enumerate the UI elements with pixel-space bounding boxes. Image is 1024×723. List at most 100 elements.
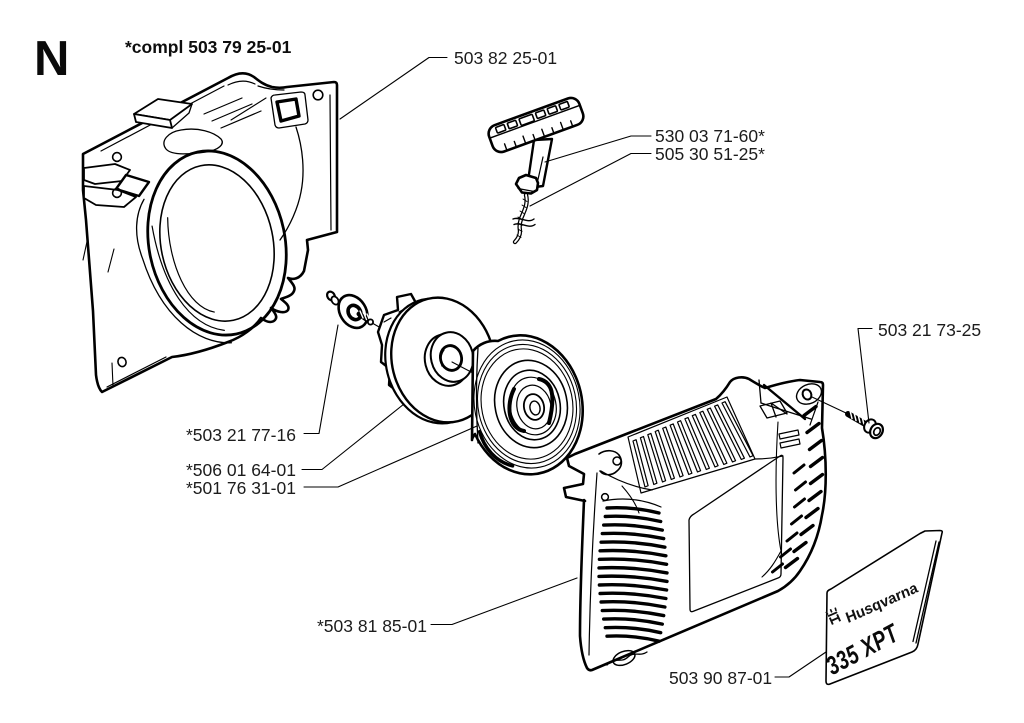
starter-cover-stroke xyxy=(588,472,598,656)
starter-cover-stroke xyxy=(602,498,662,508)
recoil-spring-case-stroke xyxy=(537,377,555,425)
pulley-screw-ellipse xyxy=(337,293,369,330)
starter-pulley-drawing xyxy=(376,292,496,425)
cover-screw-stroke xyxy=(811,396,847,414)
starter-cover-stroke xyxy=(754,455,784,460)
fan-housing-stroke xyxy=(211,103,253,122)
starter-pulley-stroke xyxy=(440,349,445,367)
fan-housing-stroke xyxy=(257,85,285,91)
recoil-spring-case-stroke xyxy=(475,347,479,444)
fan-housing-ellipse xyxy=(159,164,275,322)
recoil-spring-case-stroke xyxy=(477,429,515,468)
cover-screw-drawing xyxy=(811,396,885,440)
decal-stroke xyxy=(915,541,940,644)
starter-cover-ellipse xyxy=(795,383,823,405)
leader-lines-stroke xyxy=(857,327,873,424)
fan-housing-stroke xyxy=(329,94,332,231)
starter-cover-hole xyxy=(612,456,622,466)
starter-cover-stroke xyxy=(779,438,801,449)
starter-handle-stroke xyxy=(489,104,581,139)
fan-housing-stroke xyxy=(163,128,223,155)
part-label-pulley-screw: *503 21 77-16 xyxy=(186,425,296,445)
fan-housing-stroke xyxy=(270,91,309,129)
leader-lines-stroke xyxy=(825,607,837,616)
fan-housing-stroke xyxy=(227,80,256,86)
part-label-starter-handle: 530 03 71-60* xyxy=(655,126,765,146)
starter-handle-grip-hole xyxy=(534,109,547,120)
leader-lines-stroke xyxy=(774,651,827,678)
starter-rope-stroke xyxy=(512,217,535,222)
part-label-recoil-spring: *501 76 31-01 xyxy=(186,478,296,498)
section-letter: N xyxy=(34,32,70,86)
recoil-spring-case-hole xyxy=(480,348,574,460)
fan-housing-stroke xyxy=(106,356,167,388)
fan-housing-stroke xyxy=(167,217,215,313)
pulley-screw-stroke xyxy=(356,311,372,324)
starter-rope-stroke xyxy=(513,223,536,227)
recoil-spring-case-ellipse xyxy=(502,369,562,441)
starter-handle-grip-hole xyxy=(558,100,570,111)
recoil-spring-case-hole xyxy=(476,343,578,465)
husqvarna-crown-logo-icon xyxy=(824,606,845,631)
leader-lines-stroke xyxy=(828,614,842,625)
fan-housing-stroke xyxy=(230,97,267,121)
part-label-decal: 503 90 87-01 xyxy=(669,668,773,688)
leader-lines xyxy=(301,56,873,678)
fan-housing-hole xyxy=(111,187,123,199)
cover-screw-stroke xyxy=(849,409,865,426)
leader-lines-stroke xyxy=(430,577,578,626)
leader-lines-stroke xyxy=(303,324,339,435)
recoil-spring-case-drawing xyxy=(470,334,585,476)
pulley-screw-ellipse xyxy=(346,303,363,322)
part-label-starter-rope: 505 30 51-25* xyxy=(655,144,765,164)
starter-rope-drawing xyxy=(512,192,536,245)
starter-cover-stroke xyxy=(770,402,788,418)
starter-cover-stroke xyxy=(759,400,788,419)
starter-cover-stroke xyxy=(606,651,648,666)
leader-lines-stroke xyxy=(827,611,838,618)
starter-cover-stroke xyxy=(778,429,800,440)
starter-cover-stroke xyxy=(562,376,828,672)
fan-housing-stroke xyxy=(151,225,225,331)
starter-handle-drawing xyxy=(487,96,585,245)
leader-lines-stroke xyxy=(544,135,652,163)
fan-housing-stroke xyxy=(81,72,339,394)
cover-screw-ellipse xyxy=(868,422,885,440)
starter-handle-stroke xyxy=(503,120,574,152)
fan-housing-hole xyxy=(117,356,127,368)
cover-screw-hole xyxy=(872,426,882,437)
starter-cover-stroke xyxy=(632,401,754,488)
decal-stroke xyxy=(912,540,937,643)
starter-handle-grip-hole xyxy=(518,113,535,127)
decal-drawing xyxy=(825,529,944,686)
assembly-note-label: *compl 503 79 25-01 xyxy=(125,37,292,57)
recoil-spring-case-ellipse xyxy=(522,393,546,421)
starter-cover-stroke xyxy=(761,421,782,578)
fan-housing-stroke xyxy=(114,173,151,198)
starter-handle-grip-hole xyxy=(494,123,507,134)
leader-lines-stroke xyxy=(339,56,448,120)
starter-cover-stroke xyxy=(688,454,784,613)
fan-housing-stroke xyxy=(82,236,89,261)
recoil-spring-case-stroke xyxy=(507,387,526,433)
starter-handle-grip-hole xyxy=(487,96,585,154)
starter-cover-stroke xyxy=(758,379,762,404)
fan-housing-stroke xyxy=(275,97,301,123)
recoil-spring-case-ellipse xyxy=(493,359,569,449)
fan-housing-stroke xyxy=(107,248,115,273)
starter-cover-stroke xyxy=(771,463,807,574)
starter-cover-hole xyxy=(801,388,813,401)
starter-handle-grip-hole xyxy=(506,119,519,130)
pulley-screw-ellipse xyxy=(330,295,340,306)
leader-lines-stroke xyxy=(301,403,405,471)
starter-cover-stroke xyxy=(600,470,653,491)
part-label-cover-screw: 503 21 73-25 xyxy=(878,320,982,340)
part-label-fan-housing: 503 82 25-01 xyxy=(454,48,558,68)
starter-handle-stroke xyxy=(525,137,554,190)
fan-housing-stroke xyxy=(279,126,304,241)
fan-housing-ellipse xyxy=(146,149,288,337)
part-label-starter-pulley: *506 01 64-01 xyxy=(186,460,296,480)
starter-cover-stroke xyxy=(809,401,819,426)
